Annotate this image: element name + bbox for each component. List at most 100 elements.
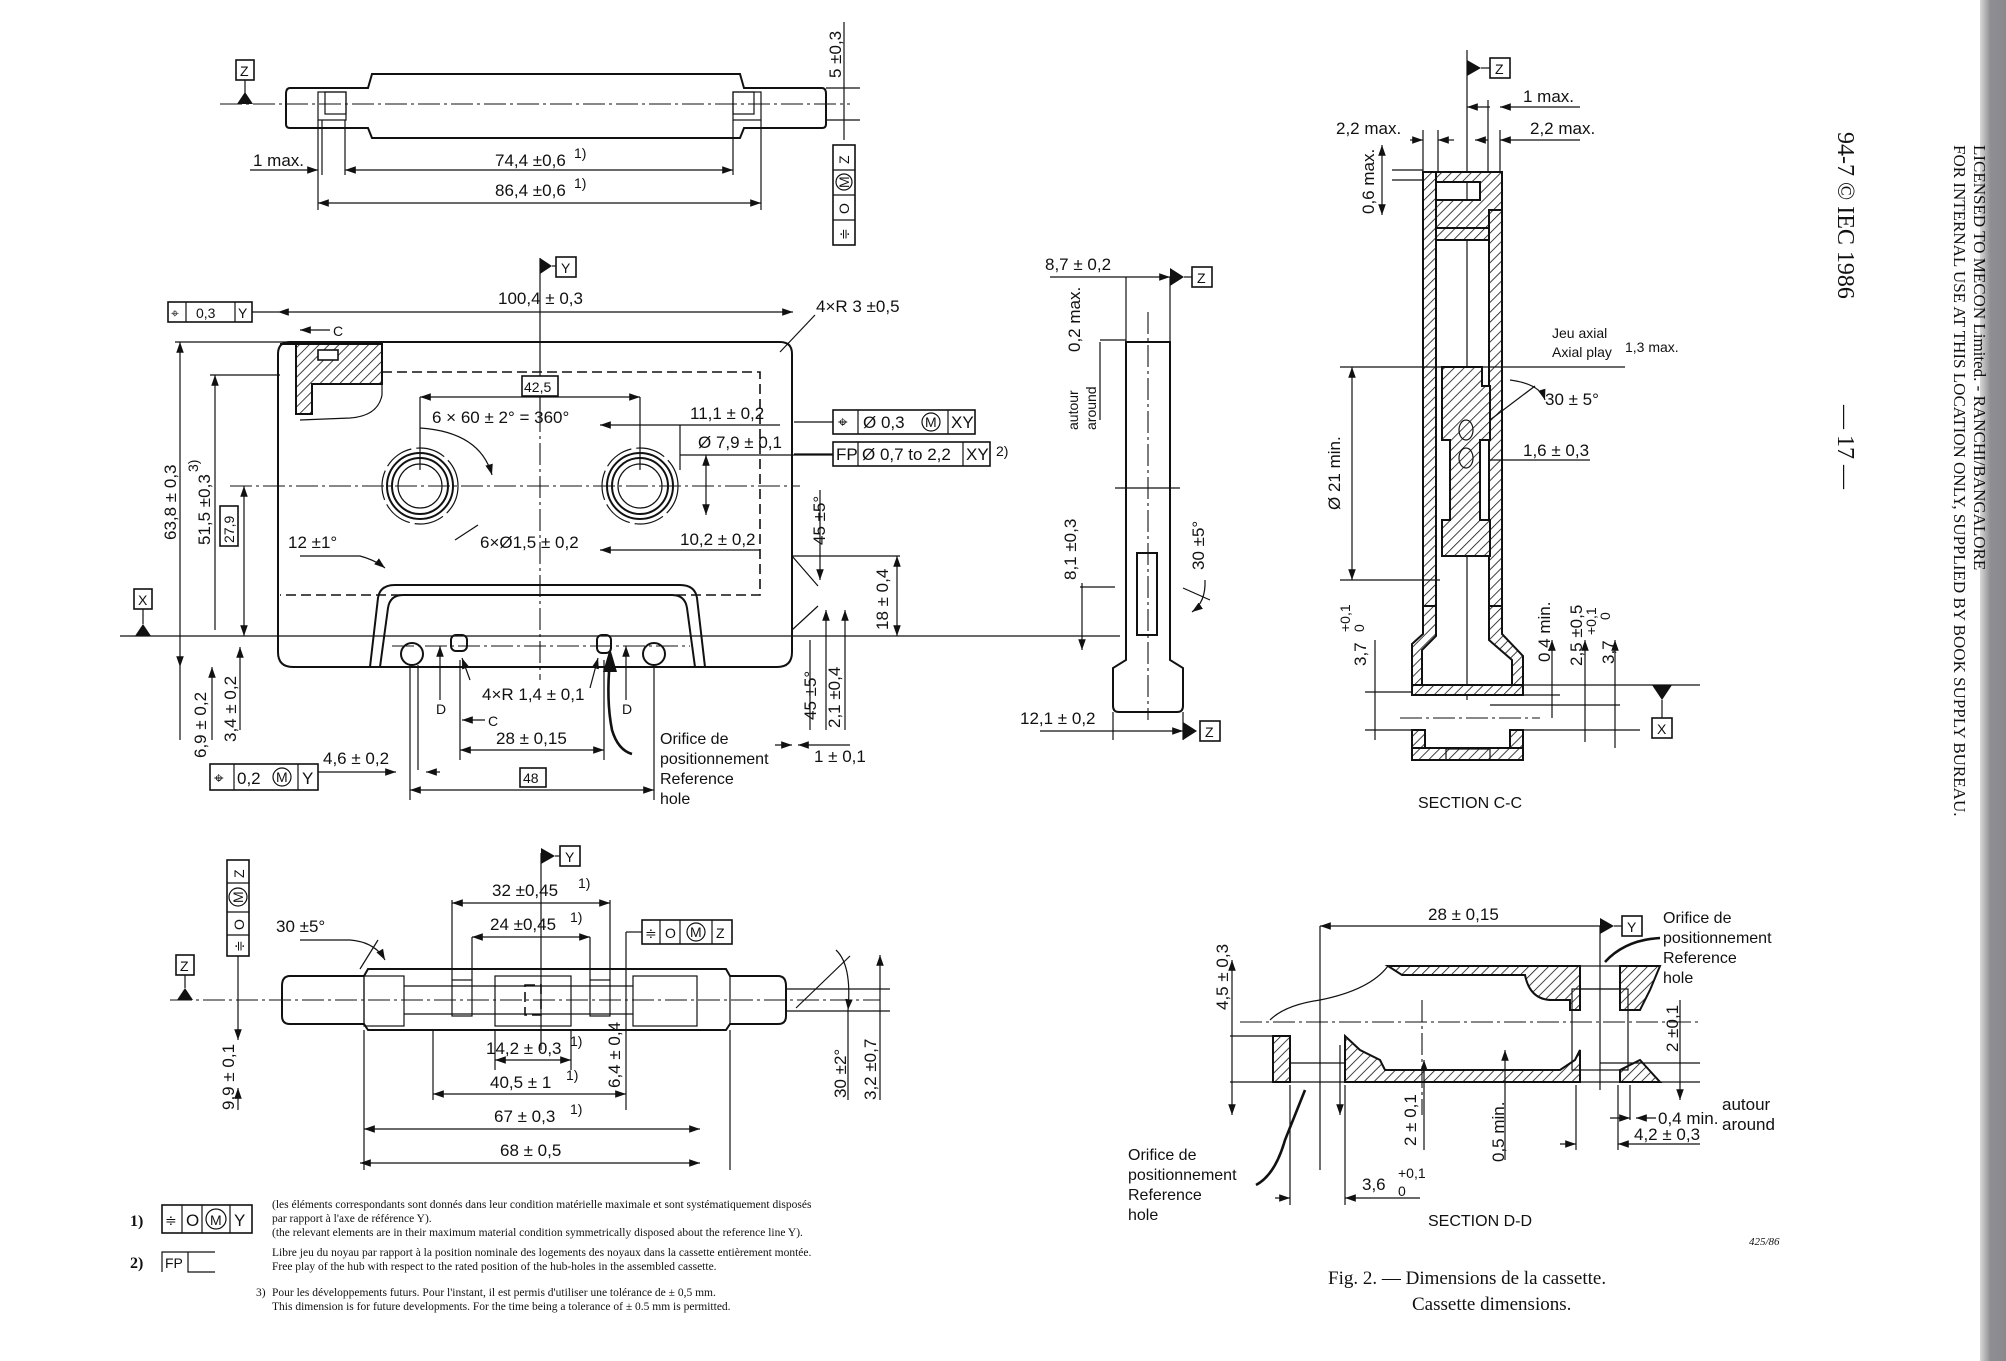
drawing-line bbox=[596, 634, 612, 654]
drawing-line bbox=[791, 555, 819, 631]
drawing-line bbox=[921, 412, 941, 432]
drawing-line bbox=[317, 349, 339, 361]
datum-y-label: Y bbox=[561, 260, 571, 276]
dim-0-6: 0,6 max. bbox=[1359, 149, 1378, 214]
drawing-line bbox=[451, 979, 473, 1017]
dimension-label: Y bbox=[565, 849, 575, 865]
dim-28: 28 ± 0,15 bbox=[496, 729, 567, 748]
license-line-1: LICENSED TO MECON Limited. - RANCHI/BANG… bbox=[1970, 145, 1989, 570]
dim-1-max-cc: 1 max. bbox=[1523, 87, 1574, 106]
corner-radius-label: 4×R 3 ±0,5 bbox=[816, 297, 900, 316]
drawing-line bbox=[1411, 747, 1524, 761]
drawing-line bbox=[454, 524, 479, 541]
dimension-label: hole bbox=[1663, 970, 1693, 987]
dim-24: 24 ±0,45 bbox=[490, 915, 556, 934]
dim-2-2-right: 2,2 max. bbox=[1530, 119, 1595, 138]
dimension-label: positionnement bbox=[1128, 1167, 1237, 1184]
drawing-line bbox=[1170, 268, 1184, 286]
drawing-line bbox=[300, 555, 386, 569]
drawing-line bbox=[494, 975, 572, 1027]
dimension-label: FP bbox=[165, 1255, 183, 1271]
dim-48: 48 bbox=[523, 770, 539, 786]
dimension-label: Z bbox=[231, 869, 247, 878]
dim-12-1: 12,1 ± 0,2 bbox=[1020, 709, 1096, 728]
dimension-label: 1) bbox=[574, 145, 586, 161]
dimension-label: 1) bbox=[570, 909, 582, 925]
drawing-line bbox=[299, 344, 383, 421]
drawing-line bbox=[732, 91, 762, 121]
drawing-line bbox=[228, 887, 248, 907]
dim-0-5: 0,5 min. bbox=[1489, 1102, 1508, 1162]
dimension-label: 42,5 bbox=[524, 379, 551, 395]
drawing-line bbox=[379, 594, 696, 668]
dimension-label: Z bbox=[836, 155, 852, 164]
dimension-label: 0 bbox=[1351, 624, 1367, 632]
drawing-line bbox=[324, 91, 347, 115]
dim-3-2: 3,2 ±0,7 bbox=[861, 1039, 880, 1100]
dim-2-mid-dd: 2 ± 0,1 bbox=[1401, 1094, 1420, 1146]
dim-0-4-dd: 0,4 min. bbox=[1658, 1109, 1718, 1128]
dimension-label: O bbox=[231, 919, 247, 930]
dimension-label: XY bbox=[951, 413, 974, 432]
drawing-line bbox=[419, 427, 493, 476]
drawing-line bbox=[1272, 1035, 1291, 1083]
dimension-label: 0,3 bbox=[196, 305, 216, 321]
angle-30-side: 30 ±5° bbox=[1189, 521, 1208, 570]
dim-0-4-cc: 0,4 min. bbox=[1535, 602, 1554, 662]
dimension-label: O bbox=[665, 925, 676, 941]
dimension-label: O bbox=[836, 203, 852, 214]
angle-hubs-label: 6 × 60 ± 2° = 360° bbox=[432, 408, 569, 427]
drawing-line bbox=[1344, 1033, 1581, 1083]
angle-30-2: 30 ±2° bbox=[831, 1049, 850, 1098]
cassette-bottom-outline bbox=[281, 968, 787, 1031]
drawing-line bbox=[1445, 748, 1491, 761]
dim-5: 5 ±0,3 bbox=[826, 31, 845, 78]
drawing-line bbox=[161, 1204, 253, 1234]
dim-40-5: 40,5 ± 1 bbox=[490, 1073, 551, 1092]
dim-4-6: 4,6 ± 0,2 bbox=[323, 749, 389, 768]
dimension-label: ≑ bbox=[231, 940, 247, 952]
drawing-line bbox=[1441, 366, 1491, 557]
drawing-line bbox=[400, 642, 424, 666]
cassette-front-outline bbox=[277, 341, 793, 668]
dimension-label: M bbox=[925, 414, 937, 430]
front-view: ⌖ 0,3 Y Y 100,4 ± 0,3 4×R 3 ±0,5 C 42,5 … bbox=[120, 256, 1120, 808]
drawing-line bbox=[1467, 60, 1481, 76]
drawing-line bbox=[219, 505, 239, 547]
dimension-label: 3) bbox=[185, 460, 201, 472]
dimension-label: 0,2 bbox=[237, 769, 261, 788]
dimension-label: ≑ bbox=[836, 228, 852, 240]
drawing-line bbox=[1651, 717, 1673, 739]
drawing-line bbox=[386, 452, 454, 520]
drawing-line bbox=[135, 624, 151, 636]
drawing-line bbox=[559, 845, 581, 867]
dimension-label: Z bbox=[180, 958, 189, 974]
dimension-label: Ø 0,3 bbox=[863, 413, 905, 432]
drawing-line bbox=[1411, 605, 1437, 693]
dimension-label: 1) bbox=[570, 1101, 582, 1117]
standard-label: 94-7 © IEC 1986 bbox=[1832, 132, 1858, 299]
bottom-view: Z M O ≑ 9,9 ± 0,1 Z Y 32 ±0,4 bbox=[170, 845, 890, 1170]
dimension-label: Reference bbox=[660, 771, 734, 788]
drawing-line bbox=[1183, 722, 1197, 740]
dim-3-6: 3,6 bbox=[1362, 1175, 1386, 1194]
dimension-label: D bbox=[436, 701, 446, 717]
angle-30-cc: 30 ± 5° bbox=[1545, 390, 1599, 409]
drawing-line bbox=[795, 955, 851, 1009]
axial-play-value: 1,3 max. bbox=[1625, 339, 1679, 355]
dia-7-9: Ø 7,9 ± 0,1 bbox=[698, 433, 782, 452]
dim-width-100-4: 100,4 ± 0,3 bbox=[498, 289, 583, 308]
dimension-label: Orifice de bbox=[660, 731, 729, 748]
drawing-line bbox=[1384, 965, 1581, 1011]
drawing-line bbox=[177, 988, 193, 1000]
datum-z-label: Z bbox=[240, 63, 249, 79]
caption-en: Cassette dimensions. bbox=[1412, 1294, 1571, 1315]
dimension-label: 1) bbox=[130, 1213, 143, 1230]
drawing-line bbox=[779, 314, 816, 353]
dimension-label: ≑ bbox=[165, 1212, 177, 1228]
drawing-line bbox=[450, 634, 468, 652]
drawing-line bbox=[1411, 684, 1524, 696]
dimension-label: C bbox=[488, 713, 498, 729]
dim-8-7: 8,7 ± 0,2 bbox=[1045, 255, 1111, 274]
